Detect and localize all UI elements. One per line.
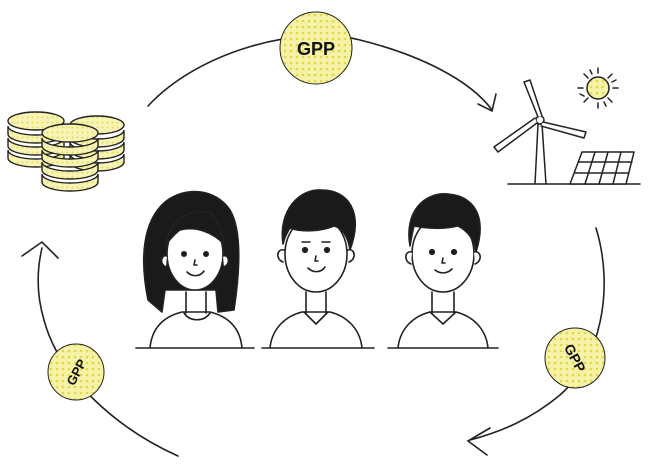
people-group-icon (135, 189, 499, 349)
arrowhead-right (466, 427, 491, 456)
coin-stacks-icon (7, 111, 125, 192)
arrow-coins-to-energy (147, 34, 493, 111)
person-boy-icon (261, 189, 375, 349)
solar-panel-icon (569, 151, 635, 185)
arrow-energy-to-bottom (469, 227, 605, 441)
arrow-left-to-coins (37, 247, 179, 457)
gpp-badge-top: GPP (279, 11, 353, 85)
person-man-icon (387, 193, 499, 349)
renewable-energy-icon (493, 67, 641, 185)
cycle-arrows (21, 34, 605, 457)
arrowhead-left (21, 240, 59, 259)
coin-stack-front (41, 123, 99, 192)
arrowhead-top (477, 93, 497, 113)
wind-turbine-icon (493, 79, 587, 185)
sun-icon (577, 67, 619, 109)
gpp-badge-right: GPP (544, 327, 606, 389)
person-woman-icon (135, 190, 255, 349)
gpp-badge-top-label: GPP (297, 39, 335, 59)
gpp-badge-left: GPP (47, 343, 105, 401)
